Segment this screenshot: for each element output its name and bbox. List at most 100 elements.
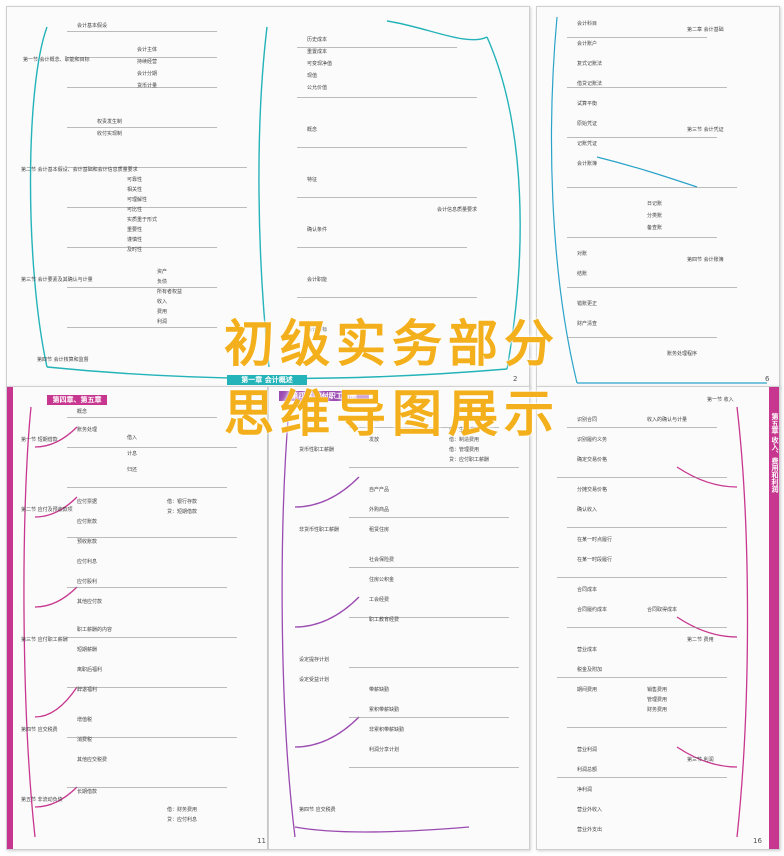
node-label: 日记账 (647, 201, 663, 207)
node-label: 利润 (157, 319, 168, 325)
page-side-stripe (7, 387, 13, 849)
node-label: 原始凭证 (577, 121, 598, 127)
node-label: 第五节 非流动负债 (21, 797, 63, 803)
node-label: 第四节 应交税费 (21, 727, 58, 733)
node-label: 持续经营 (137, 59, 158, 65)
node-label: 第三节 利润 (687, 757, 714, 763)
node-label: 应付股利 (77, 579, 98, 585)
node-label: 贷：短期借款 (167, 509, 198, 515)
node-label: 利润总额 (577, 767, 598, 773)
node-label: 及时性 (127, 247, 143, 253)
node-label: 财务费用 (647, 707, 668, 713)
node-label: 借：财务费用 (167, 807, 198, 813)
node-label: 设定受益计划 (299, 677, 330, 683)
node-label: 错账更正 (577, 301, 598, 307)
node-label: 费用 (157, 309, 168, 315)
node-label: 相关性 (127, 187, 143, 193)
node-label: 谨慎性 (127, 237, 143, 243)
node-label: 借：管理费用 (449, 447, 480, 453)
node-label: 住房公积金 (369, 577, 395, 583)
node-label: 营业利润 (577, 747, 598, 753)
node-label: 合同取得成本 (647, 607, 678, 613)
node-label: 辞退福利 (77, 687, 98, 693)
node-label: 设定提存计划 (299, 657, 330, 663)
node-label: 可理解性 (127, 197, 148, 203)
mindmap-page-chapter5: 第五章 收入、费用和利润 第一节 收入 收入的确认与计量 识别合同 识别履约义务… (536, 386, 780, 850)
node-label: 会计科目 (577, 21, 598, 27)
node-label: 记账凭证 (577, 141, 598, 147)
node-label: 带薪缺勤 (369, 687, 390, 693)
node-label: 销售费用 (647, 687, 668, 693)
node-label: 收入的确认与计量 (647, 417, 688, 423)
node-label: 应付利息 (77, 559, 98, 565)
node-label: 特征 (307, 177, 318, 183)
node-label: 所有者权益 (157, 289, 183, 295)
node-label: 权责发生制 (97, 119, 123, 125)
node-label: 对账 (577, 251, 588, 257)
node-label: 收入 (157, 299, 168, 305)
chapter-tab: 第一章 会计概述 (227, 375, 307, 385)
node-label: 归还 (127, 467, 138, 473)
node-label: 应付账款 (77, 519, 98, 525)
node-label: 负债 (157, 279, 168, 285)
node-label: 职工教育经费 (369, 617, 400, 623)
node-label: 会计目标 (307, 327, 328, 333)
node-label: 历史成本 (307, 37, 328, 43)
node-label: 第一节 短期借款 (21, 437, 58, 443)
node-label: 计提 (369, 417, 380, 423)
node-label: 第一节 收入 (707, 397, 734, 403)
node-label: 合同成本 (577, 587, 598, 593)
section-title: 第四章 应付职工薪酬 (279, 391, 369, 401)
node-label: 管理费用 (647, 697, 668, 703)
node-label: 确认条件 (307, 227, 328, 233)
node-label: 第二节 费用 (687, 637, 714, 643)
page-number: 6 (765, 375, 770, 383)
node-label: 重要性 (127, 227, 143, 233)
node-label: 在某一时段履行 (577, 557, 613, 563)
node-label: 确定交易价格 (577, 457, 608, 463)
node-label: 会计基本假设 (77, 23, 108, 29)
node-label: 会计信息质量要求 (437, 207, 478, 213)
node-label: 增值税 (77, 717, 93, 723)
node-label: 净利润 (577, 787, 593, 793)
node-label: 社会保险费 (369, 557, 395, 563)
node-label: 第四节 应交税费 (299, 807, 336, 813)
mindmap-page-chapter2: 会计科目 会计账户 复式记账法 借贷记账法 试算平衡 原始凭证 记账凭证 会计账… (536, 6, 780, 388)
node-label: 试算平衡 (577, 101, 598, 107)
node-label: 现值 (307, 73, 318, 79)
node-label: 营业成本 (577, 647, 598, 653)
mindmap-branches-p4 (281, 406, 470, 838)
node-label: 第四节 会计账簿 (687, 257, 724, 263)
page-number: 2 (513, 375, 518, 383)
node-label: 复式记账法 (577, 61, 603, 67)
node-label: 短期薪酬 (77, 647, 98, 653)
node-label: 非货币性职工薪酬 (299, 527, 340, 533)
node-label: 职工薪酬的内容 (77, 627, 113, 633)
node-label: 其他应交税费 (77, 757, 108, 763)
node-label: 租赁住房 (369, 527, 390, 533)
overlay-title-line1: 初级实务部分 (224, 315, 560, 373)
node-label: 累积带薪缺勤 (369, 707, 400, 713)
mindmap-branches-p2 (550, 16, 767, 384)
node-label: 结账 (577, 271, 588, 277)
chapter-tab: 第四章、第五章 (47, 395, 107, 405)
node-label: 长期借款 (77, 789, 98, 795)
node-label: 贷：应付利息 (167, 817, 198, 823)
node-label: 营业外支出 (577, 827, 603, 833)
page-number: 11 (257, 837, 266, 845)
node-label: 营业外收入 (577, 807, 603, 813)
node-label: 财产清查 (577, 321, 598, 327)
node-label: 会计分期 (137, 71, 158, 77)
node-label: 会计账户 (577, 41, 598, 47)
node-label: 第一节 会计概念、职能和目标 (23, 57, 90, 63)
node-label: 借贷记账法 (577, 81, 603, 87)
node-label: 期间费用 (577, 687, 598, 693)
node-label: 会计主体 (137, 47, 158, 53)
node-label: 离职后福利 (77, 667, 103, 673)
node-label: 货币性职工薪酬 (299, 447, 335, 453)
node-label: 非累积带薪缺勤 (369, 727, 405, 733)
node-label: 第二节 应付及预收款项 (21, 507, 73, 513)
node-label: 会计职能 (307, 277, 328, 283)
node-label: 货币计量 (137, 83, 158, 89)
mindmap-branches-p3 (7, 387, 78, 849)
